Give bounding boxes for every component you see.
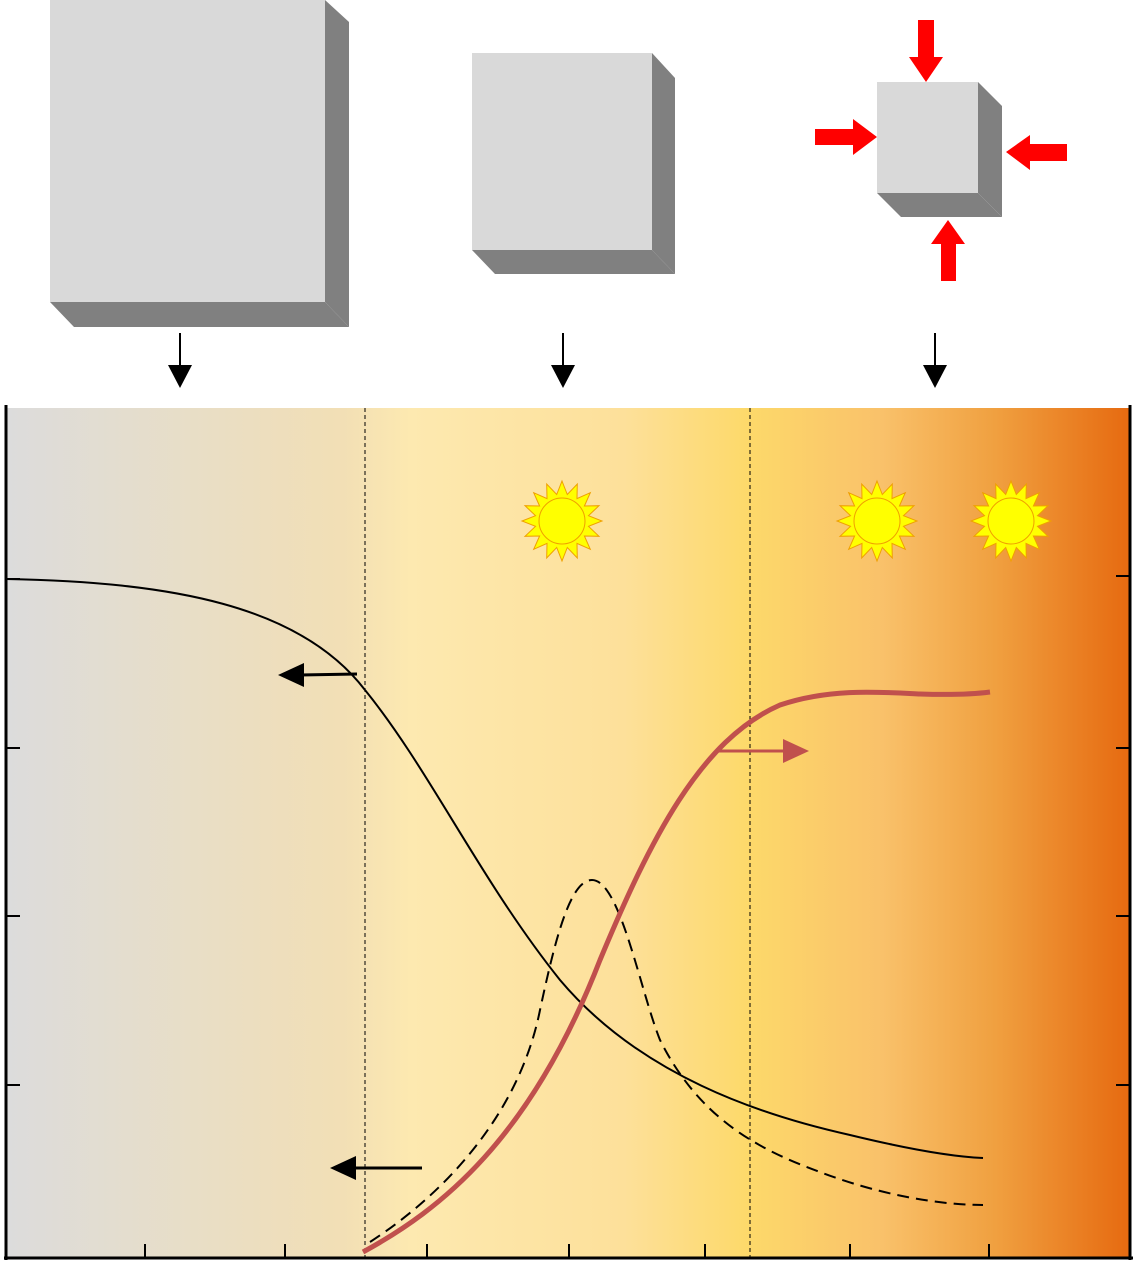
region-boundaries: [364, 408, 751, 1258]
left-arrow-icon: [330, 1156, 422, 1180]
left-arrow-icon: [278, 663, 358, 687]
sun-icon: [835, 479, 919, 563]
medium-cube: [472, 53, 675, 274]
large-cube: [50, 0, 349, 327]
right-arrow-icon: [716, 739, 809, 763]
sun-icon: [969, 479, 1053, 563]
plot-area: [6, 408, 1130, 1258]
increasing-curve: [361, 689, 991, 1255]
compression-arrow-icon: [815, 20, 1067, 281]
decreasing-curve: [5, 578, 984, 1159]
sun-icon: [520, 479, 604, 563]
small-cube: [877, 82, 1002, 217]
peak-curve: [369, 878, 984, 1243]
down-arrow-icon: [168, 333, 947, 388]
suns: [520, 479, 1053, 563]
